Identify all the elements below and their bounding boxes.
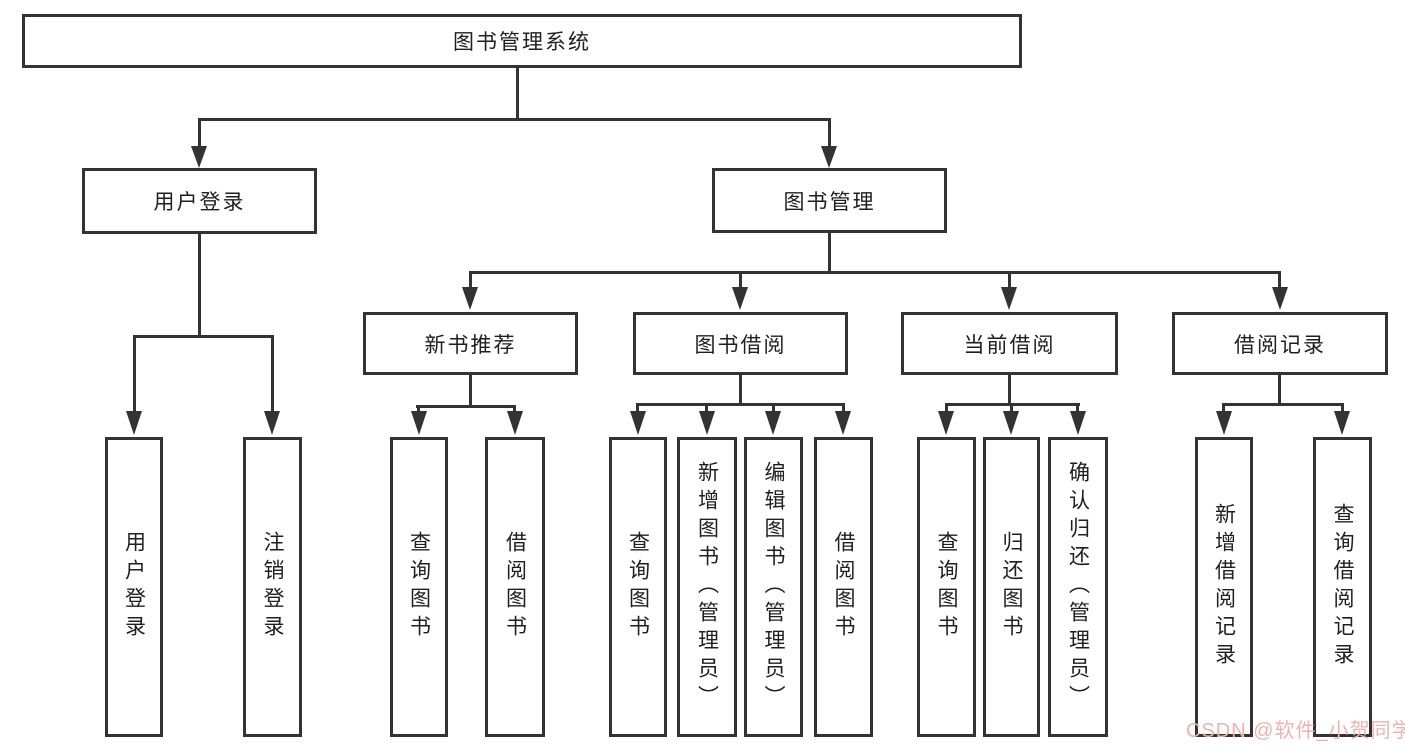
- arrow-down-icon: [835, 411, 851, 435]
- connector-line: [1341, 403, 1344, 413]
- leaf-return-books: 归还图书: [983, 437, 1040, 737]
- node-book-management: 图书管理: [712, 168, 947, 233]
- connector-line: [772, 403, 775, 413]
- connector-line: [133, 335, 136, 413]
- connector-line: [198, 234, 201, 335]
- connector-line: [1278, 375, 1281, 403]
- arrow-down-icon: [1272, 287, 1288, 310]
- node-new-book-recommend-label: 新书推荐: [424, 333, 517, 357]
- connector-line: [416, 405, 516, 408]
- arrow-down-icon: [765, 411, 781, 435]
- connector-line: [469, 271, 472, 287]
- arrow-down-icon: [411, 411, 427, 435]
- leaf-borrow-books-borrowing: 借阅图书: [814, 437, 873, 737]
- connector-line: [469, 271, 1281, 274]
- leaf-user-login-label: 用户登录: [122, 531, 146, 643]
- leaf-borrow-books-recommend: 借阅图书: [485, 437, 545, 737]
- leaf-query-books-current: 查询图书: [917, 437, 976, 737]
- node-new-book-recommend: 新书推荐: [363, 312, 578, 375]
- connector-line: [1010, 403, 1013, 413]
- node-user-login: 用户登录: [82, 168, 317, 234]
- leaf-query-books-recommend: 查询图书: [390, 437, 448, 737]
- connector-line: [828, 118, 831, 148]
- leaf-query-borrow-record: 查询借阅记录: [1313, 437, 1372, 737]
- leaf-query-borrow-record-label: 查询借阅记录: [1331, 503, 1354, 671]
- node-book-management-label: 图书管理: [783, 190, 876, 214]
- arrow-down-icon: [1001, 287, 1017, 310]
- connector-line: [271, 335, 274, 413]
- node-root: 图书管理系统: [22, 14, 1022, 68]
- leaf-confirm-return-admin-label: 确认归还（管理员）: [1066, 461, 1090, 713]
- connector-line: [516, 68, 519, 118]
- connector-line: [417, 405, 420, 413]
- connector-line: [1008, 375, 1011, 403]
- connector-line: [198, 118, 201, 148]
- node-borrowing-records: 借阅记录: [1172, 312, 1388, 375]
- arrow-down-icon: [1216, 411, 1232, 435]
- arrow-down-icon: [732, 287, 748, 310]
- arrow-down-icon: [699, 411, 715, 435]
- node-user-login-label: 用户登录: [153, 191, 246, 214]
- connector-line: [705, 403, 708, 413]
- leaf-borrow-books-borrowing-label: 借阅图书: [832, 531, 855, 643]
- arrow-down-icon: [821, 146, 837, 168]
- connector-line: [739, 375, 742, 403]
- arrow-down-icon: [264, 411, 280, 435]
- node-current-borrowing-label: 当前借阅: [963, 333, 1056, 357]
- connector-line: [1076, 403, 1079, 413]
- connector-line: [513, 405, 516, 413]
- connector-line: [469, 375, 472, 405]
- arrow-down-icon: [1003, 411, 1019, 435]
- arrow-down-icon: [1334, 411, 1350, 435]
- leaf-add-borrow-record: 新增借阅记录: [1195, 437, 1253, 737]
- connector-line: [198, 118, 831, 121]
- node-book-borrowing-label: 图书借阅: [694, 333, 787, 357]
- leaf-confirm-return-admin: 确认归还（管理员）: [1048, 437, 1108, 737]
- leaf-edit-books-admin-label: 编辑图书（管理员）: [762, 461, 785, 713]
- leaf-query-books-recommend-label: 查询图书: [407, 531, 431, 643]
- connector-line: [636, 403, 845, 406]
- arrow-down-icon: [938, 411, 954, 435]
- arrow-down-icon: [507, 411, 523, 435]
- leaf-return-books-label: 归还图书: [1000, 531, 1023, 643]
- connector-line: [636, 403, 639, 413]
- leaf-query-books-current-label: 查询图书: [935, 531, 958, 643]
- leaf-logout: 注销登录: [243, 437, 302, 737]
- leaf-query-books-borrowing-label: 查询图书: [626, 531, 650, 643]
- node-current-borrowing: 当前借阅: [901, 312, 1118, 375]
- connector-line: [1008, 271, 1011, 287]
- leaf-user-login: 用户登录: [105, 437, 163, 737]
- connector-line: [828, 233, 831, 271]
- leaf-add-books-admin: 新增图书（管理员）: [677, 437, 737, 737]
- connector-line: [945, 403, 948, 413]
- connector-line: [1278, 271, 1281, 287]
- node-borrowing-records-label: 借阅记录: [1234, 333, 1326, 357]
- node-root-label: 图书管理系统: [453, 31, 591, 54]
- connector-line: [842, 403, 845, 413]
- csdn-watermark: CSDN @软件_小贺同学: [1186, 720, 1405, 742]
- connector-line: [739, 271, 742, 287]
- leaf-borrow-books-recommend-label: 借阅图书: [503, 531, 527, 643]
- leaf-add-books-admin-label: 新增图书（管理员）: [695, 461, 719, 713]
- arrow-down-icon: [630, 411, 646, 435]
- leaf-logout-label: 注销登录: [261, 531, 284, 643]
- arrow-down-icon: [191, 146, 207, 168]
- leaf-query-books-borrowing: 查询图书: [609, 437, 667, 737]
- connector-line: [133, 335, 274, 338]
- arrow-down-icon: [462, 287, 478, 310]
- arrow-down-icon: [126, 411, 142, 435]
- leaf-add-borrow-record-label: 新增借阅记录: [1212, 503, 1236, 671]
- connector-line: [1222, 403, 1225, 413]
- arrow-down-icon: [1070, 411, 1086, 435]
- leaf-edit-books-admin: 编辑图书（管理员）: [744, 437, 803, 737]
- connector-line: [1222, 403, 1344, 406]
- node-book-borrowing: 图书借阅: [633, 312, 848, 375]
